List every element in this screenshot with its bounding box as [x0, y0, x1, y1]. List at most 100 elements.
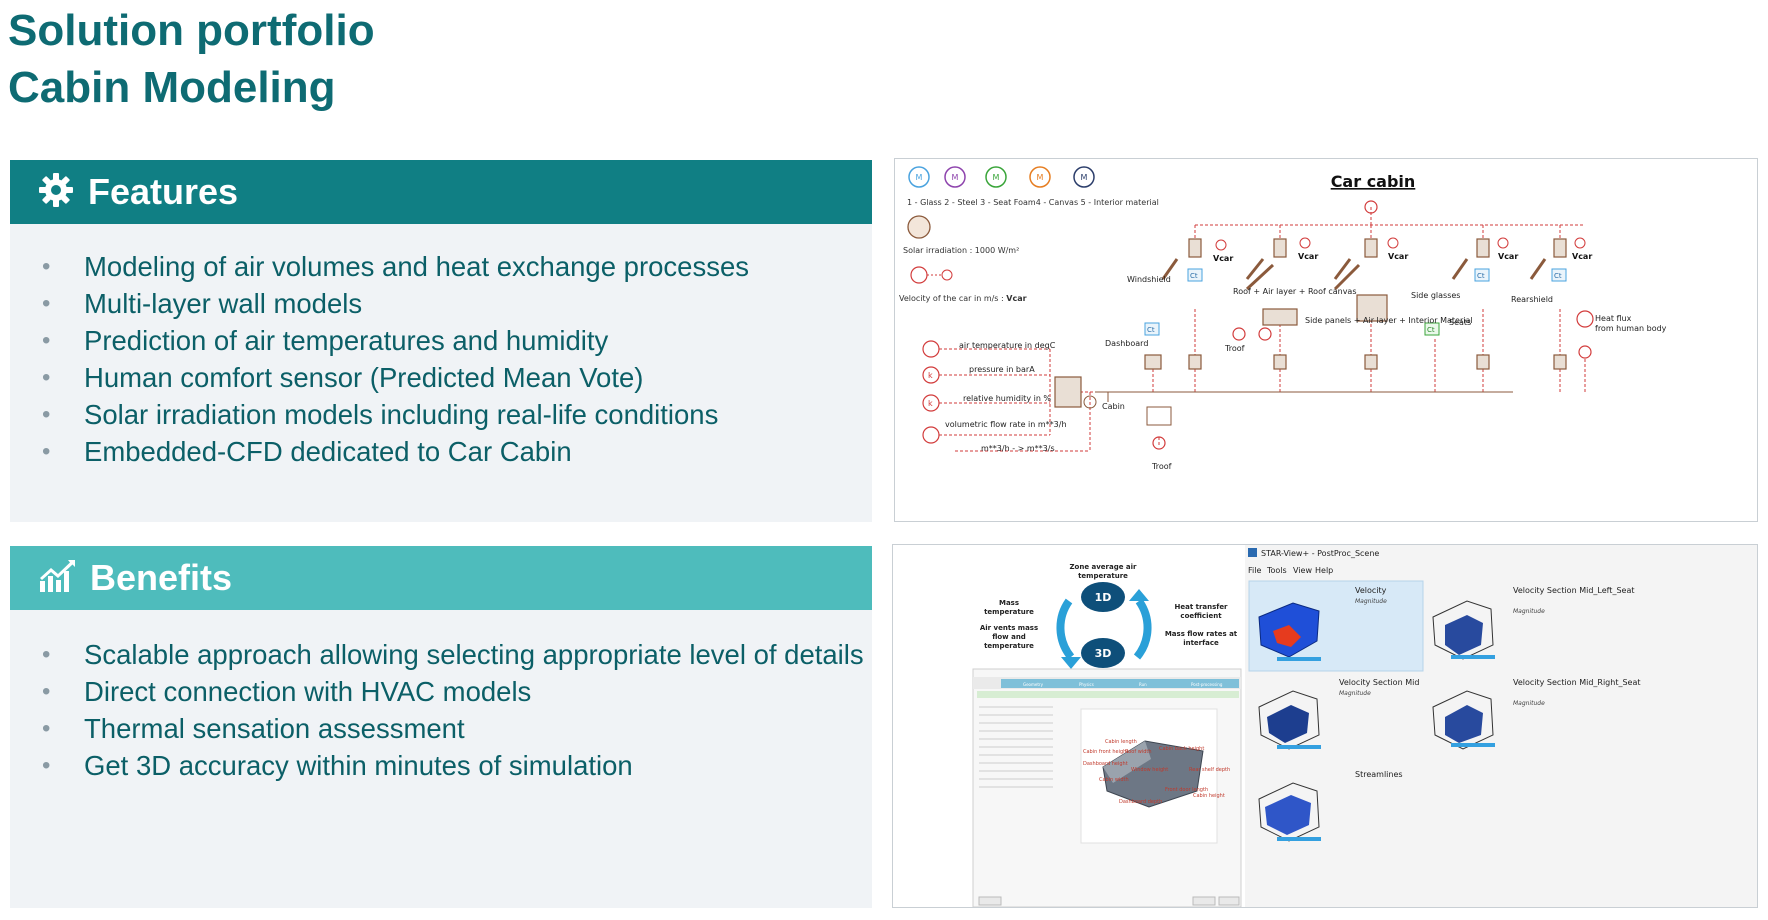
cycle-arrow-right: [1133, 598, 1152, 660]
window-title: STAR-View+ - PostProc_Scene: [1261, 549, 1379, 558]
pmv-sensor: [1146, 406, 1172, 426]
material-interior-icon: [1073, 166, 1095, 188]
material-symbol: M: [952, 173, 959, 182]
scene-title: Streamlines: [1355, 770, 1403, 779]
ct-label: Ct: [1190, 272, 1198, 280]
ct-label: Ct: [1477, 272, 1485, 280]
list-item: Multi-layer wall models: [42, 285, 872, 322]
heat-flux-label: Heat flux: [1595, 314, 1632, 323]
mass-flow-label: Mass flow rates at: [1165, 630, 1238, 638]
scene-thumb-velocity[interactable]: [1258, 602, 1321, 661]
node-1d-label: 1D: [1095, 591, 1112, 604]
scene-title: Velocity Section Mid_Right_Seat: [1513, 678, 1641, 687]
scene-thumb-section-left[interactable]: [1432, 600, 1495, 660]
pressure-label: pressure in barA: [969, 365, 1035, 374]
menu-help[interactable]: Help: [1315, 566, 1333, 575]
features-header: Features: [10, 160, 872, 224]
scene-title: Velocity Section Mid_Left_Seat: [1513, 586, 1634, 595]
k-label: k: [928, 399, 933, 408]
benefits-panel: Benefits Scalable approach allowing sele…: [10, 546, 872, 908]
title-line-1: Solution portfolio: [8, 6, 375, 55]
material-steel-icon: [944, 166, 966, 188]
menu-view[interactable]: View: [1293, 566, 1312, 575]
material-glass-icon: [908, 166, 930, 188]
cabin-label: Cabin: [1102, 402, 1125, 411]
geometry-label: Rear shelf depth: [1189, 767, 1230, 773]
material-icons: M M M M M: [908, 166, 1095, 188]
cabin-port: [1083, 395, 1097, 409]
show-log-button[interactable]: [1218, 896, 1240, 906]
benefits-list: Scalable approach allowing selecting app…: [10, 610, 872, 784]
vcar-label: Vcar: [1213, 254, 1233, 263]
tool-step[interactable]: Post-processing: [1191, 682, 1223, 687]
app-icon: [1248, 548, 1257, 557]
scene-subtitle: Magnitude: [1513, 608, 1545, 615]
geometry-panel-button[interactable]: [1192, 896, 1216, 906]
zone-avg-label: Zone average air: [1069, 563, 1137, 571]
features-list: Modeling of air volumes and heat exchang…: [10, 224, 872, 470]
features-heading: Features: [88, 171, 239, 212]
material-symbol: M: [993, 173, 1000, 182]
k-label: k: [928, 371, 933, 380]
list-item: Modeling of air volumes and heat exchang…: [42, 248, 872, 285]
tool-step[interactable]: Geometry: [1023, 682, 1044, 687]
features-panel: Features Modeling of air volumes and hea…: [10, 160, 872, 522]
velocity-label: Velocity of the car in m/s : Vcar: [899, 294, 1027, 303]
list-item: Embedded-CFD dedicated to Car Cabin: [42, 433, 872, 470]
rearshield-label: Rearshield: [1511, 295, 1553, 304]
air-vents-label-2: flow and: [992, 633, 1026, 641]
cfd-coupling-figure: Zone average air temperature Mass temper…: [892, 544, 1758, 908]
zone-avg-label-2: temperature: [1078, 572, 1128, 580]
air-vents-label-3: temperature: [984, 642, 1034, 650]
material-seat-foam-icon: [985, 166, 1007, 188]
cycle-arrow-left: [1056, 598, 1075, 660]
title-line-2: Cabin Modeling: [8, 63, 336, 112]
car-cabin-schematic: M M M M M 1 - Glass 2 - Steel 3 - Seat F…: [894, 158, 1758, 522]
mass-temp-label: Mass: [999, 599, 1019, 607]
menu-tools[interactable]: Tools: [1266, 566, 1287, 575]
dashboard-label: Dashboard: [1105, 339, 1148, 348]
humidity-label: relative humidity in %: [963, 394, 1051, 403]
htc-label: Heat transfer: [1174, 603, 1228, 611]
list-item: Thermal sensation assessment: [42, 710, 872, 747]
scene-subtitle: Magnitude: [1339, 690, 1371, 697]
material-symbol: M: [1037, 173, 1044, 182]
geometry-label: Roof width: [1125, 749, 1152, 755]
material-symbol: M: [916, 173, 923, 182]
page-title: Solution portfolio Cabin Modeling: [8, 2, 375, 116]
air-vents-label: Air vents mass: [980, 624, 1038, 632]
material-canvas-icon: [1029, 166, 1051, 188]
generate-button[interactable]: [978, 896, 1002, 906]
list-item: Scalable approach allowing selecting app…: [42, 636, 872, 673]
windshield-label: Windshield: [1127, 275, 1171, 284]
scene-thumb-section-mid[interactable]: [1258, 690, 1321, 750]
ct-label: Ct: [1427, 326, 1435, 334]
menu-file[interactable]: File: [1248, 566, 1261, 575]
scene-subtitle: Magnitude: [1513, 700, 1545, 707]
scene-title: Velocity: [1355, 586, 1387, 595]
list-item: Get 3D accuracy within minutes of simula…: [42, 747, 872, 784]
side-glasses-label: Side glasses: [1411, 291, 1460, 300]
troof-bottom-label: Troof: [1151, 462, 1172, 471]
vcar-label: Vcar: [1388, 252, 1408, 261]
heat-flux-label-2: from human body: [1595, 324, 1667, 333]
vcar-label: Vcar: [1498, 252, 1518, 261]
ct-label: Ct: [1147, 326, 1155, 334]
scene-subtitle: Magnitude: [1355, 598, 1387, 605]
vcar-label: Vcar: [1572, 252, 1592, 261]
geometry-label: Cabin width: [1099, 777, 1129, 783]
flow-label: volumetric flow rate in m**3/h: [945, 420, 1067, 429]
growth-chart-icon: [38, 559, 76, 598]
tool-step[interactable]: Run: [1139, 682, 1147, 687]
mass-flow-label-2: interface: [1183, 639, 1219, 647]
side-panels-label: Side panels + Air layer + Interior Mater…: [1305, 316, 1473, 325]
material-symbol: M: [1081, 173, 1088, 182]
scene-thumb-streamlines[interactable]: [1258, 782, 1321, 842]
geometry-label: Cabin back height: [1159, 746, 1204, 752]
tool-step[interactable]: Physics: [1079, 682, 1094, 687]
scene-thumb-section-right[interactable]: [1432, 690, 1495, 750]
star-view-window: STAR-View+ - PostProc_Scene File Tools V…: [1245, 545, 1757, 907]
list-item: Direct connection with HVAC models: [42, 673, 872, 710]
geometry-label: Window height: [1131, 767, 1168, 773]
gear-icon: [38, 172, 74, 213]
